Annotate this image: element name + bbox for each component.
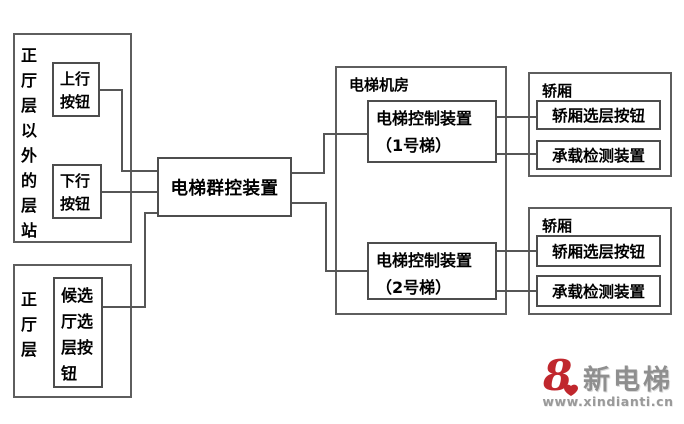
down-button-box: 下行按钮 — [52, 164, 102, 219]
connector-ctrl2-v — [325, 202, 327, 272]
car-1-floor-select-button-box: 轿厢选层按钮 — [536, 100, 661, 130]
logo-url-text: www.xindianti.cn — [542, 394, 674, 409]
car-2-floor-select-button-box: 轿厢选层按钮 — [536, 235, 661, 267]
car-2-box: 轿厢 — [528, 207, 672, 315]
machine-room-box: 电梯机房 — [335, 66, 507, 315]
connector-car2-load — [497, 290, 536, 292]
connector-ctrl1-v — [323, 133, 325, 174]
connector-up-h1 — [100, 89, 123, 91]
hall-floor-select-button-box: 候选厅选层按钮 — [53, 277, 103, 388]
machine-room-label: 电梯机房 — [349, 76, 410, 94]
logo-brand-text: 新电梯 — [583, 365, 673, 396]
connector-ctrl1-h2 — [323, 133, 367, 135]
car-1-load-detection-box: 承载检测装置 — [536, 140, 661, 170]
elevator-controller-1-box: 电梯控制装置 （1号梯） — [367, 100, 497, 163]
car-1-label: 轿厢 — [542, 82, 573, 100]
car-2-load-detection-box: 承载检测装置 — [536, 275, 661, 307]
connector-ctrl2-h1 — [292, 202, 327, 204]
logo-8-heart-icon: 8 — [542, 354, 578, 398]
group-control-device-label: 电梯群控装置 — [170, 178, 279, 199]
car-2-label: 轿厢 — [542, 217, 573, 235]
connector-down-h — [102, 191, 157, 193]
car-1-box: 轿厢 — [528, 72, 672, 177]
elevator-controller-2-box: 电梯控制装置 （2号梯） — [367, 242, 497, 300]
connector-ctrl1-h1 — [292, 172, 325, 174]
connector-hall-h1 — [103, 306, 146, 308]
connector-ctrl2-h2 — [325, 270, 367, 272]
up-button-box: 上行按钮 — [52, 62, 100, 117]
connector-hall-h2 — [144, 212, 157, 214]
connector-up-v — [121, 89, 123, 172]
connector-car1-select — [497, 116, 536, 118]
connector-car2-select — [497, 250, 536, 252]
connector-up-h2 — [121, 170, 157, 172]
xindianti-logo: 8 新电梯 www.xindianti.cn — [537, 352, 679, 416]
lobby-floor-label: 正厅层 — [21, 290, 38, 359]
group-box-non-lobby-floors: 正厅层以外的层站 — [13, 33, 132, 243]
connector-hall-v — [144, 212, 146, 308]
non-lobby-floors-label: 正厅层以外的层站 — [21, 46, 38, 240]
connector-car1-load — [497, 153, 536, 155]
group-box-lobby-floor: 正厅层 — [13, 264, 132, 398]
group-control-device-box: 电梯群控装置 — [157, 157, 292, 217]
